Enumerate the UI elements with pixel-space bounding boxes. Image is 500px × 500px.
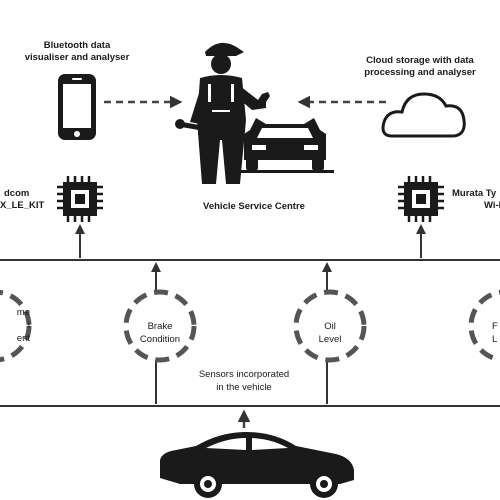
left-chip-label-line-2: X_LE_KIT	[0, 200, 45, 211]
mechanic-icon	[175, 42, 270, 184]
sensor-text-3: Oil Level	[295, 320, 365, 346]
sensor-text-2: Brake Condition	[125, 320, 195, 346]
sensor-1-line-2: l	[27, 320, 30, 331]
left-chip-icon	[57, 176, 103, 222]
sensor-ring-4	[468, 289, 500, 363]
service-car-icon	[238, 118, 334, 173]
sensors-caption-line-1: Sensors incorporated	[198, 369, 290, 380]
right-chip-icon	[398, 176, 444, 222]
service-centre-label: Vehicle Service Centre	[203, 201, 305, 212]
sensor-1-line-3: ent	[16, 333, 30, 344]
cloud-label-line-1: Cloud storage with data	[366, 55, 474, 66]
right-chip-label-line-1: Murata Ty	[452, 188, 497, 199]
sensor-3-line-2: Level	[318, 334, 342, 345]
sensor-text-4: F L	[492, 320, 500, 346]
sensor-ring-2	[123, 289, 197, 363]
left-chip-label-line-1: dcom	[4, 188, 30, 199]
sensors-caption: Sensors incorporated in the vehicle	[184, 368, 304, 394]
cloud-icon	[381, 92, 466, 138]
right-chip-label: Murata Ty Wi-F	[452, 188, 500, 212]
sensor-2-line-1: Brake	[147, 321, 173, 332]
sensor-3-line-1: Oil	[324, 321, 336, 332]
cloud-label: Cloud storage with data processing and a…	[354, 55, 486, 79]
sensor-4-line-2: L	[492, 334, 498, 345]
bluetooth-label: Bluetooth data visualiser and analyser	[22, 40, 132, 64]
sensor-ring-1	[0, 289, 32, 363]
sensor-2-line-2: Condition	[139, 334, 181, 345]
right-chip-label-line-2: Wi-F	[484, 200, 500, 211]
sensor-ring-3	[293, 289, 367, 363]
sensor-4-line-1: F	[492, 321, 498, 332]
sensor-text-1: me l ent	[0, 306, 30, 345]
sedan-car-icon	[160, 432, 354, 498]
sensor-1-line-1: me	[16, 307, 30, 318]
smartphone-icon	[58, 74, 96, 140]
cloud-label-line-2: processing and analyser	[364, 67, 476, 78]
sensors-caption-line-2: in the vehicle	[216, 382, 272, 393]
left-chip-label: dcom X_LE_KIT	[0, 188, 44, 212]
bluetooth-label-line-1: Bluetooth data	[43, 40, 111, 51]
bluetooth-label-line-2: visualiser and analyser	[24, 52, 130, 63]
